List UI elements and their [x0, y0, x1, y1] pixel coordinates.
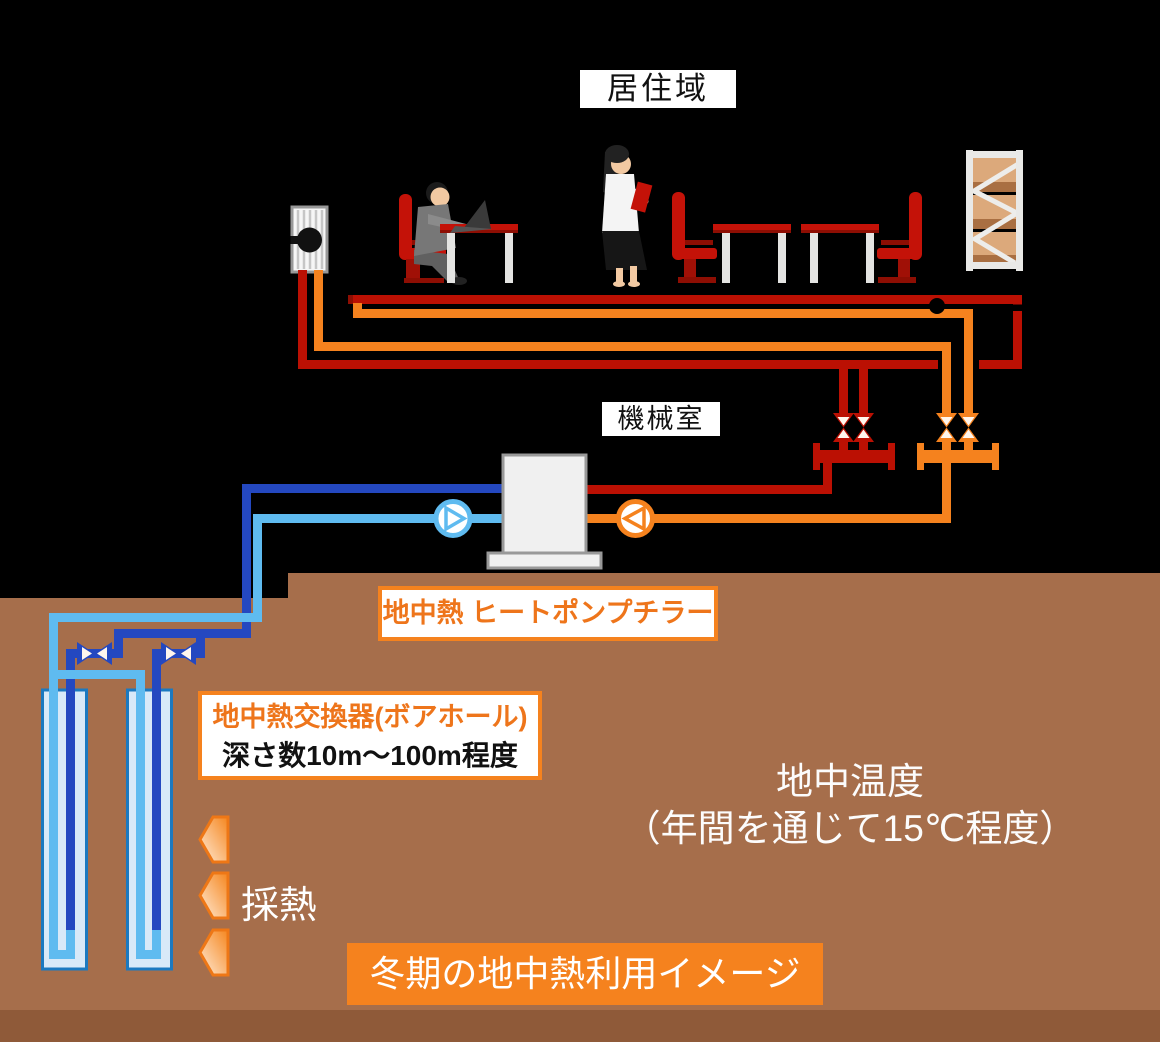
shelf-unit: [966, 150, 1023, 271]
orange-header-manifold: [917, 443, 999, 470]
ground-footer-strip: [0, 1010, 1160, 1042]
fan-icon: [297, 227, 322, 253]
heat-pump-label: 地中熱 ヒートポンプチラー: [378, 586, 718, 641]
desk: [801, 224, 879, 283]
hot-return-pipe: [314, 270, 973, 523]
man-working: [414, 182, 470, 285]
valve-icon: [77, 642, 112, 665]
desk: [713, 224, 791, 283]
borehole-2: [126, 688, 173, 971]
woman-standing: [602, 145, 653, 287]
valve-icon: [161, 642, 196, 665]
office-chair: [877, 192, 922, 283]
ground-temperature-label: 地中温度 （年間を通じて15℃程度）: [600, 758, 1100, 852]
ground-temperature-line2: （年間を通じて15℃程度）: [623, 808, 1077, 849]
heat-arrow-icon: [198, 871, 230, 920]
valve-icon: [833, 413, 854, 442]
heat-arrow-icon: [198, 815, 230, 864]
heat-exchanger-label: 地中熱交換器(ボアホール) 深さ数10m〜100m程度: [198, 691, 542, 780]
valve-icon: [853, 413, 874, 442]
valve-icon: [936, 413, 957, 442]
diagram-caption: 冬期の地中熱利用イメージ: [347, 943, 823, 1005]
heat-arrow-icon: [198, 928, 230, 977]
radiator-unit: [290, 205, 329, 274]
living-area-label: 居住域: [578, 68, 738, 110]
heat-collection-label: 採熱: [241, 885, 318, 927]
laptop-icon: [450, 200, 493, 233]
heat-pump-unit: [486, 453, 603, 570]
machine-room-label: 機械室: [600, 400, 722, 438]
heat-exchanger-title: 地中熱交換器(ボアホール): [212, 702, 528, 732]
pipe-crossing-gap: [1011, 304, 1024, 311]
pump-icon: [433, 499, 473, 538]
pipe-junction-dot: [929, 298, 945, 314]
pump-icon: [616, 499, 655, 538]
brine-return-pipe: [49, 514, 503, 959]
valve-icon: [958, 413, 979, 442]
ground-temperature-line1: 地中温度: [776, 761, 924, 802]
office-chair: [672, 192, 717, 283]
hot-supply-pipe: [298, 270, 1022, 494]
clipboard-icon: [630, 181, 653, 213]
heat-exchanger-depth: 深さ数10m〜100m程度: [222, 740, 518, 771]
desk: [440, 224, 518, 283]
red-header-manifold: [813, 443, 895, 470]
